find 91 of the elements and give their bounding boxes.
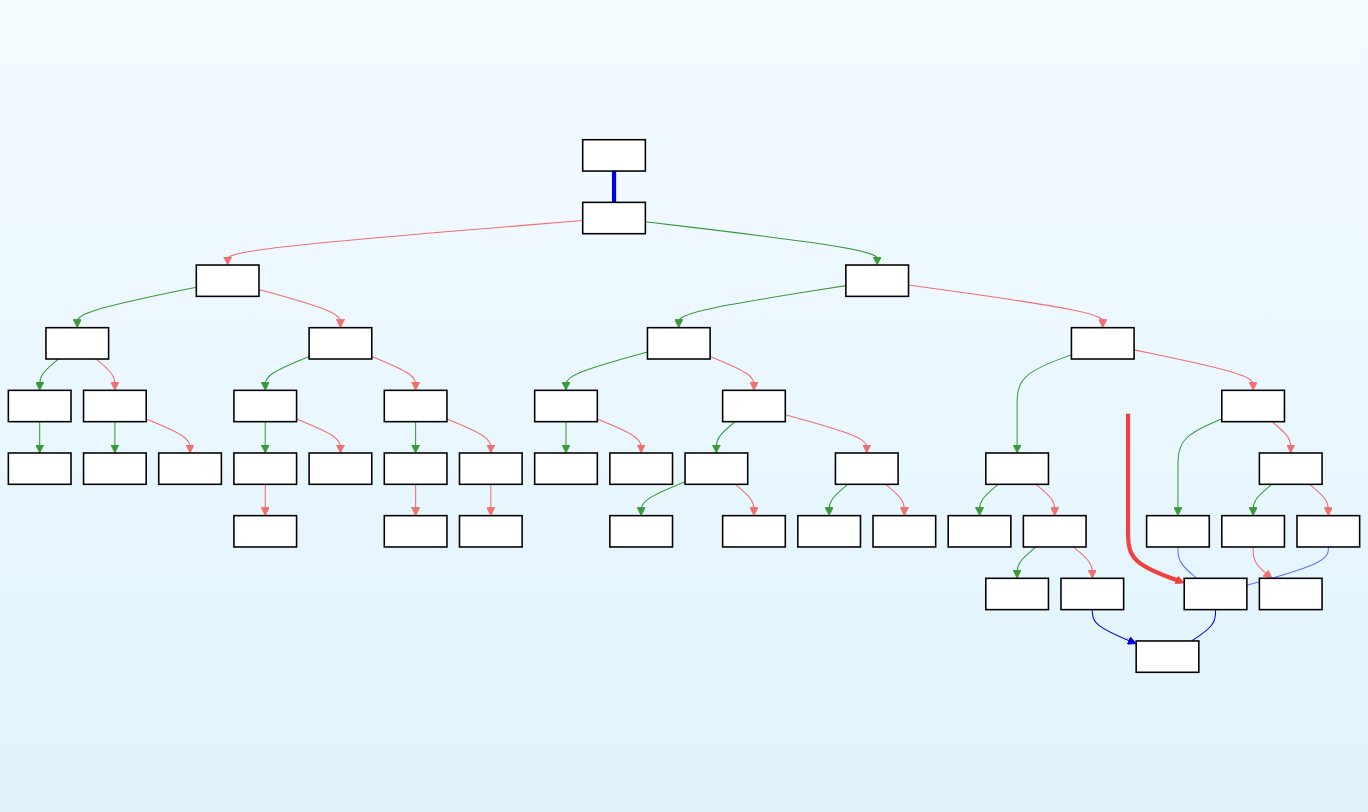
node-box xyxy=(1221,514,1286,548)
node-box xyxy=(646,326,711,360)
arrow xyxy=(1248,483,1273,517)
arrow xyxy=(260,421,270,454)
arrow xyxy=(411,483,421,517)
arrow xyxy=(885,483,909,517)
node-box xyxy=(7,389,72,423)
node-box xyxy=(684,452,749,486)
node-box xyxy=(947,514,1012,548)
node-box xyxy=(458,452,523,486)
arrow xyxy=(1012,354,1072,454)
connector xyxy=(611,171,617,203)
arrow xyxy=(636,481,686,517)
arrow xyxy=(1252,546,1273,579)
node-box xyxy=(1145,514,1211,548)
node-box xyxy=(845,264,910,298)
node-box xyxy=(383,514,448,548)
arrow xyxy=(734,483,759,517)
node-box xyxy=(308,326,373,360)
node-box xyxy=(533,389,599,423)
node-box xyxy=(581,138,647,172)
node-box xyxy=(233,452,298,486)
arrow xyxy=(674,285,847,329)
arrow xyxy=(260,483,270,517)
node-box xyxy=(1060,577,1125,611)
node-box xyxy=(82,452,147,486)
node-box xyxy=(195,264,260,298)
node-box xyxy=(458,514,523,548)
arrow xyxy=(35,421,45,454)
arrow xyxy=(1012,546,1037,579)
arrow xyxy=(561,351,648,391)
node-box xyxy=(383,389,448,423)
node-box xyxy=(1022,514,1087,548)
node-box xyxy=(985,452,1050,486)
node-box xyxy=(7,452,72,486)
node-box xyxy=(1221,389,1286,423)
node-box xyxy=(985,577,1050,611)
arrow xyxy=(95,358,120,391)
arrow xyxy=(110,421,120,454)
node-box xyxy=(1070,326,1135,360)
arrow xyxy=(908,284,1108,329)
arrow xyxy=(709,355,759,391)
node-box xyxy=(721,389,787,423)
arrow xyxy=(260,355,310,391)
node-box xyxy=(1135,640,1200,674)
connector xyxy=(1191,609,1217,642)
arrow xyxy=(1073,546,1097,579)
arrow xyxy=(1126,413,1185,585)
arrow xyxy=(1271,421,1296,454)
arrow xyxy=(411,421,421,454)
arrow xyxy=(446,418,496,454)
arrow xyxy=(974,483,999,517)
arrow xyxy=(371,355,421,391)
node-box xyxy=(797,514,862,548)
node-box xyxy=(1258,577,1323,611)
node-box xyxy=(1183,577,1248,611)
arrow xyxy=(824,483,849,517)
arrow xyxy=(486,483,496,517)
arrow xyxy=(561,421,571,454)
node-box xyxy=(609,514,674,548)
arrow xyxy=(1173,418,1223,517)
arrow xyxy=(644,221,882,266)
arrow xyxy=(145,418,195,454)
node-box xyxy=(721,514,787,548)
arrow xyxy=(35,358,59,391)
node-box xyxy=(1296,514,1361,548)
node-box xyxy=(533,452,599,486)
arrow xyxy=(596,418,646,454)
arrow xyxy=(1035,483,1060,517)
node-box xyxy=(45,326,110,360)
node-box xyxy=(872,514,937,548)
node-box xyxy=(157,452,223,486)
node-box xyxy=(308,452,373,486)
arrow xyxy=(784,414,872,454)
arrow xyxy=(1309,483,1333,517)
arrow xyxy=(711,421,736,454)
node-box xyxy=(82,389,147,423)
arrow xyxy=(258,288,346,329)
node-box xyxy=(581,201,647,235)
arrow xyxy=(223,220,584,266)
node-box xyxy=(233,514,298,548)
arrow xyxy=(1091,609,1137,645)
node-box xyxy=(1258,452,1323,486)
arrow xyxy=(296,418,346,454)
node-box xyxy=(834,452,899,486)
arrow xyxy=(1133,349,1258,391)
node-box xyxy=(609,452,674,486)
connector xyxy=(1177,546,1198,579)
arrow xyxy=(72,286,197,329)
node-box xyxy=(233,389,298,423)
node-box xyxy=(383,452,448,486)
